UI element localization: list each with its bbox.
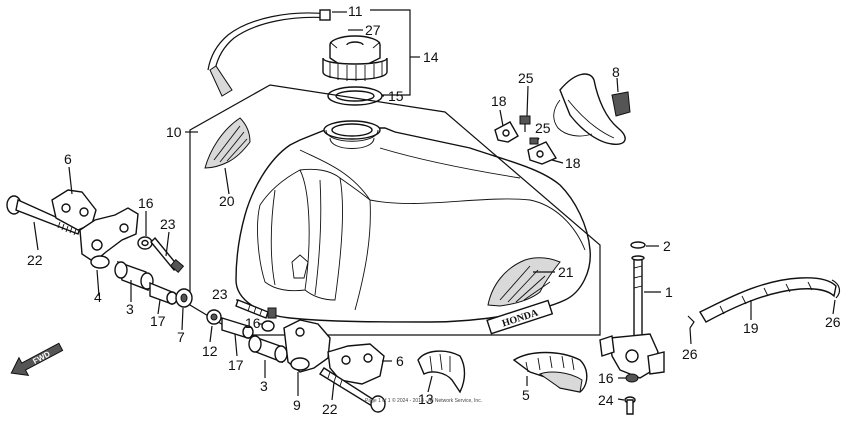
callout-14: 14 bbox=[423, 49, 439, 65]
callout-10: 10 bbox=[166, 124, 182, 140]
clip-26-left bbox=[687, 315, 695, 329]
bolt-23-lower bbox=[235, 299, 277, 319]
callout-26-left: 26 bbox=[682, 346, 698, 362]
callout-3-upper: 3 bbox=[126, 301, 134, 317]
callout-6-upper: 6 bbox=[64, 151, 72, 167]
fwd-arrow: FWD bbox=[10, 342, 64, 377]
clip-18-upper bbox=[494, 121, 519, 143]
clip-26-right bbox=[831, 279, 841, 299]
callout-2: 2 bbox=[663, 238, 671, 254]
rubber-pad-13 bbox=[417, 350, 466, 394]
leader-lines bbox=[33, 11, 836, 401]
o-ring-2 bbox=[630, 241, 646, 249]
breather-clip bbox=[319, 9, 331, 21]
callout-16-upper: 16 bbox=[138, 195, 154, 211]
callout-8: 8 bbox=[612, 64, 620, 80]
callout-22-upper: 22 bbox=[27, 252, 43, 268]
callout-17-lower: 17 bbox=[228, 357, 244, 373]
callout-1: 1 bbox=[665, 284, 673, 300]
nut-7 bbox=[175, 288, 193, 308]
screw-25-upper bbox=[519, 115, 531, 132]
bracket-6-upper bbox=[51, 189, 97, 231]
collar-3-lower bbox=[248, 334, 288, 364]
copyright-text: Page 1 of 1 © 2024 - 2018 - All Network … bbox=[365, 397, 482, 404]
bolt-22-lower bbox=[319, 367, 386, 413]
callout-6-lower: 6 bbox=[396, 353, 404, 369]
rubber-pad-5 bbox=[512, 351, 588, 393]
callout-4: 4 bbox=[94, 289, 102, 305]
callout-25-upper: 25 bbox=[518, 70, 534, 86]
collar-17-lower bbox=[221, 317, 254, 339]
callout-20: 20 bbox=[219, 193, 235, 209]
bracket-6-lower bbox=[327, 343, 385, 385]
callout-22-lower: 22 bbox=[322, 401, 338, 417]
callout-labels: 11 27 14 15 8 25 18 25 18 10 20 6 16 23 … bbox=[27, 3, 841, 417]
callout-5: 5 bbox=[522, 387, 530, 403]
fuel-strap bbox=[553, 73, 631, 145]
callout-25-lower: 25 bbox=[535, 120, 551, 136]
callout-23-upper: 23 bbox=[160, 216, 176, 232]
breather-tube bbox=[207, 9, 331, 97]
callout-24: 24 bbox=[598, 392, 614, 408]
callout-27: 27 bbox=[365, 22, 381, 38]
callout-17-upper: 17 bbox=[150, 313, 166, 329]
callout-15: 15 bbox=[388, 88, 404, 104]
washer-16-valve bbox=[625, 373, 639, 383]
fuel-tank bbox=[235, 120, 591, 323]
clip-18-lower bbox=[527, 141, 558, 165]
fuel-tube bbox=[699, 277, 837, 323]
callout-21: 21 bbox=[558, 264, 574, 280]
washer-16-lower bbox=[261, 320, 275, 332]
fuel-cap bbox=[322, 35, 388, 81]
callout-11: 11 bbox=[348, 3, 363, 19]
callout-16-valve: 16 bbox=[598, 370, 614, 386]
bolt-22-upper bbox=[6, 195, 81, 236]
bracket-4 bbox=[79, 207, 139, 269]
callout-23-lower: 23 bbox=[212, 286, 228, 302]
collar-17-upper bbox=[149, 281, 178, 305]
callout-19: 19 bbox=[743, 320, 759, 336]
collar-3-upper bbox=[114, 260, 154, 292]
bracket-14-15 bbox=[370, 9, 420, 96]
callout-12: 12 bbox=[202, 343, 218, 359]
callout-18-upper: 18 bbox=[491, 93, 507, 109]
callout-9: 9 bbox=[293, 397, 301, 413]
callout-26-right: 26 bbox=[825, 314, 841, 330]
washer-12 bbox=[206, 309, 222, 325]
screw-25-lower bbox=[529, 137, 539, 145]
callout-7: 7 bbox=[177, 329, 185, 345]
washer-16-upper bbox=[137, 236, 153, 250]
callout-13: 13 bbox=[418, 391, 434, 407]
wing-emblem-left bbox=[204, 117, 251, 169]
fuel-valve bbox=[599, 241, 665, 379]
bolt-23-upper bbox=[150, 236, 185, 273]
callout-18-lower: 18 bbox=[565, 155, 581, 171]
callout-3-lower: 3 bbox=[260, 378, 268, 394]
callout-16-lower: 16 bbox=[245, 315, 261, 331]
wing-emblem-right: HONDA bbox=[486, 257, 561, 335]
cap-gasket bbox=[327, 86, 383, 106]
bracket-9 bbox=[283, 319, 331, 373]
assembly-outline bbox=[189, 84, 601, 336]
tube-end bbox=[209, 65, 233, 97]
screw-24 bbox=[624, 396, 636, 415]
